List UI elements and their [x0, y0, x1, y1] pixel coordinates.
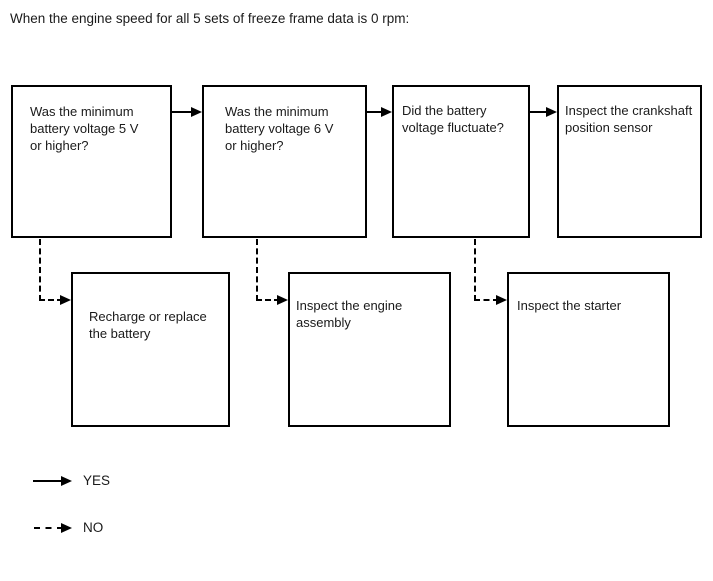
arrow-line [367, 111, 383, 113]
arrow-head-icon [546, 107, 557, 117]
arrow-head-icon [191, 107, 202, 117]
dashed-arrow-sample [34, 527, 63, 529]
flowchart-box-crankshaft-sensor: Inspect the crankshaft position sensor [557, 85, 702, 238]
solid-arrow-sample [33, 480, 63, 482]
arrow-head-icon [496, 295, 507, 305]
arrow-head-icon [60, 295, 71, 305]
flowchart-box-battery-6v: Was the minimum battery voltage 6 V or h… [202, 85, 367, 238]
diagram-title: When the engine speed for all 5 sets of … [10, 11, 410, 26]
flowchart-box-battery-5v: Was the minimum battery voltage 5 V or h… [11, 85, 172, 238]
flowchart-box-inspect-starter: Inspect the starter [507, 272, 670, 427]
arrow-line [256, 299, 280, 301]
arrow-line-vertical [256, 239, 258, 301]
legend-yes-label: YES [83, 473, 111, 488]
flowchart-box-engine-assembly: Inspect the engine assembly [288, 272, 451, 427]
arrow-line [172, 111, 193, 113]
arrow-head-icon [61, 523, 72, 533]
arrow-line-vertical [39, 239, 41, 301]
arrow-head-icon [61, 476, 72, 486]
flowchart-box-voltage-fluctuate: Did the battery voltage fluctuate? [392, 85, 530, 238]
arrow-line [474, 299, 499, 301]
arrow-line [530, 111, 548, 113]
arrow-line [39, 299, 63, 301]
arrow-head-icon [277, 295, 288, 305]
arrow-head-icon [381, 107, 392, 117]
arrow-line-vertical [474, 239, 476, 301]
legend-no-label: NO [83, 520, 104, 535]
flowchart-box-recharge-battery: Recharge or replace the battery [71, 272, 230, 427]
